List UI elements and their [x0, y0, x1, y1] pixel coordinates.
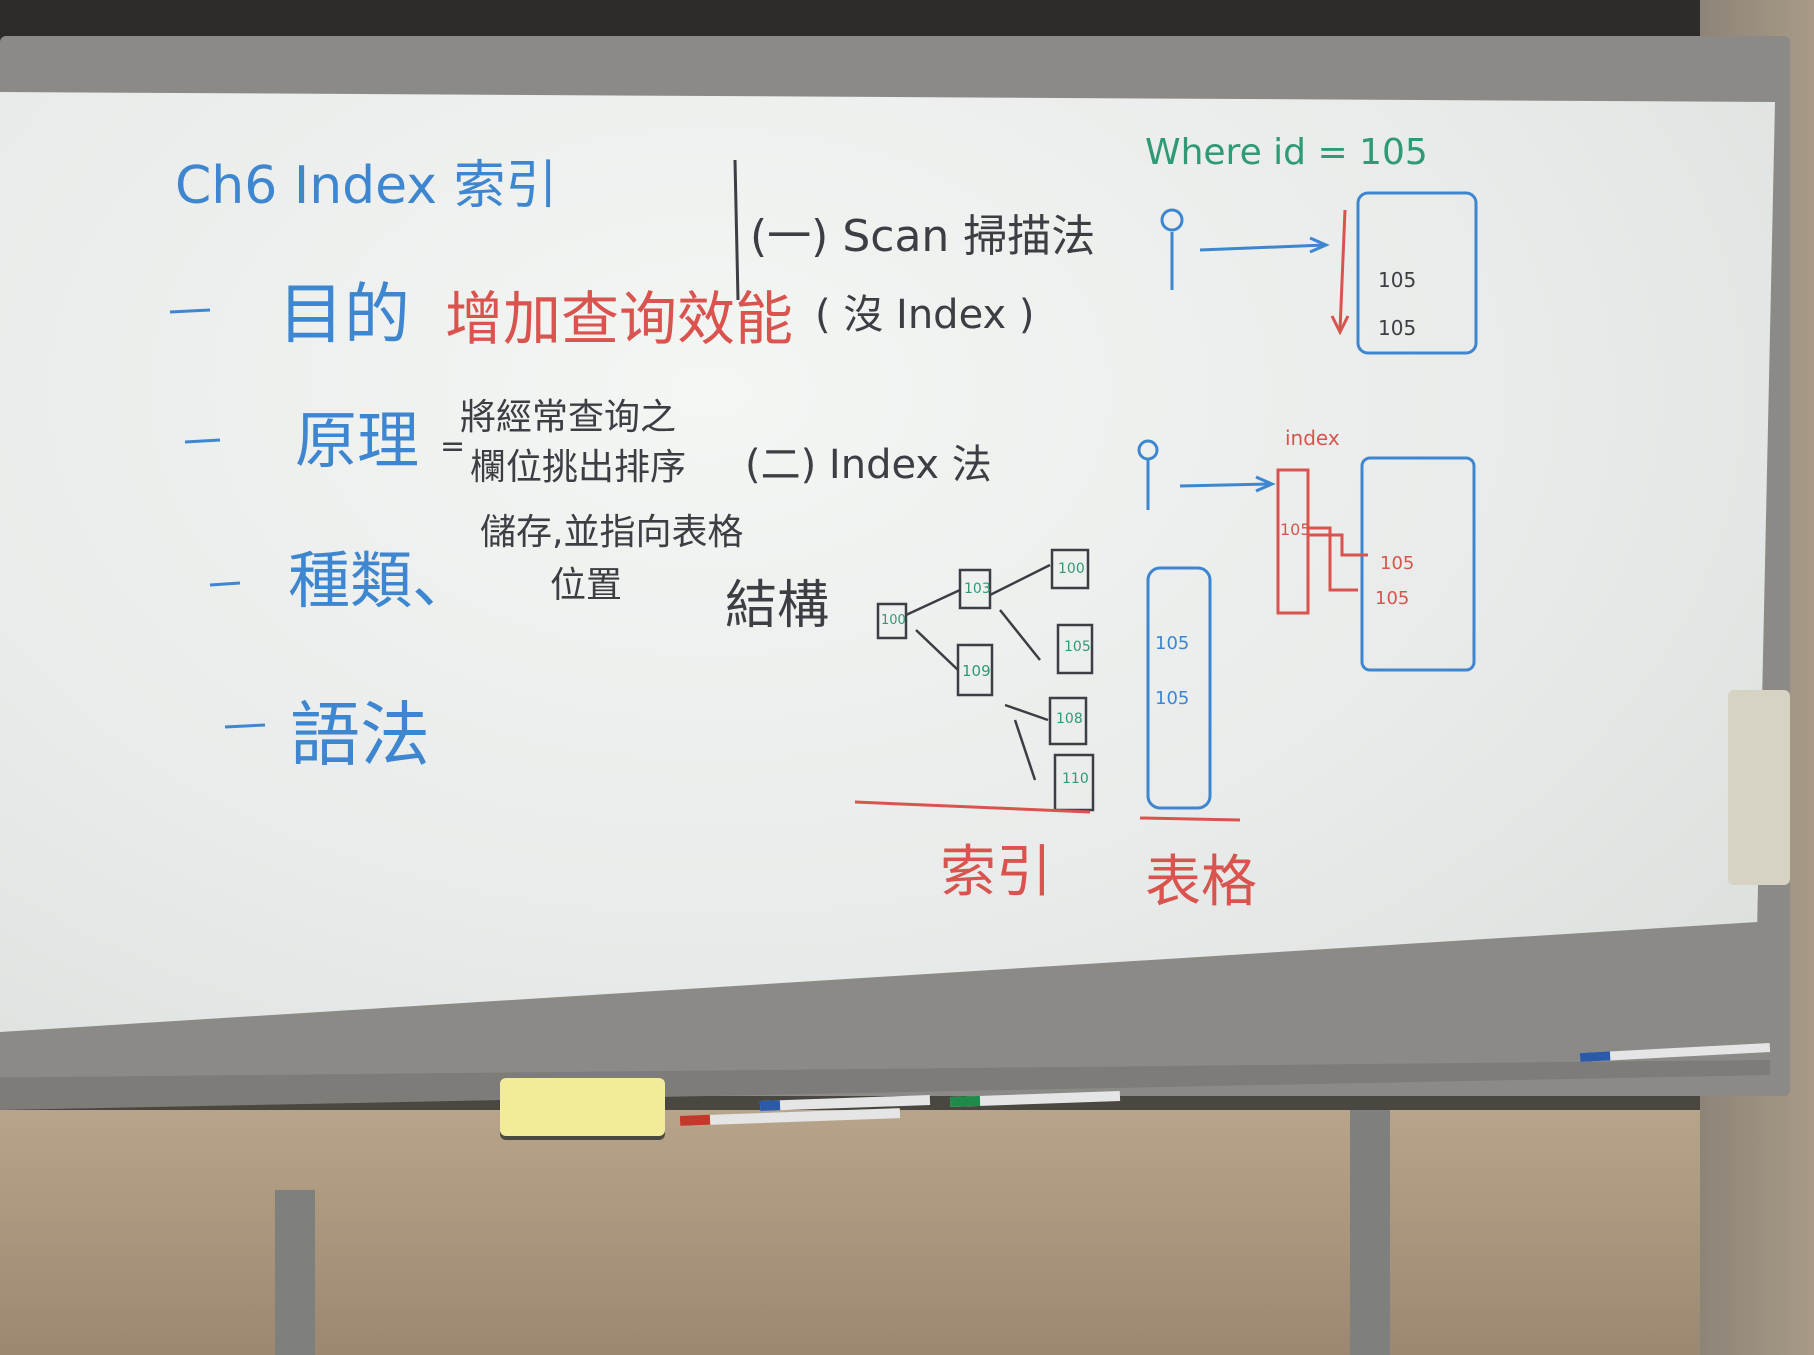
- purpose-label: 目的: [278, 276, 410, 353]
- control-panel[interactable]: [1728, 690, 1790, 885]
- tree-leaf-2: 105: [1064, 639, 1091, 655]
- tree-leaf-4: 110: [1062, 771, 1089, 787]
- scan-table-value-1: 105: [1378, 268, 1417, 292]
- tree-leaf-3: 108: [1056, 711, 1083, 727]
- principle-line-3: 儲存,並指向表格: [480, 512, 744, 553]
- principle-label: 原理: [295, 404, 420, 477]
- principle-separator: =: [440, 429, 466, 464]
- eraser[interactable]: [500, 1078, 665, 1136]
- stand-leg-right: [1350, 1110, 1390, 1355]
- types-label: 種類、: [288, 544, 475, 617]
- purpose-text: 增加查询效能: [445, 285, 794, 353]
- tree-node-2: 109: [962, 662, 991, 680]
- tree-leaf-1: 100: [1058, 561, 1085, 577]
- principle-line-1: 將經常查询之: [460, 397, 677, 438]
- index-table-value-2: 105: [1375, 588, 1410, 609]
- method1-heading: (一) Scan 掃描法: [750, 211, 1096, 262]
- tree-root: 100: [881, 613, 906, 628]
- board-title: Ch6 Index 索引: [175, 156, 558, 216]
- table-col-value-1: 105: [1155, 633, 1190, 654]
- syntax-label: 語法: [290, 694, 430, 776]
- index-tag: index: [1285, 426, 1340, 450]
- bottom-table-label: 表格: [1145, 850, 1257, 915]
- whiteboard-surface: [0, 92, 1775, 1032]
- tree-node-1: 103: [964, 581, 991, 597]
- index-col-value: 105: [1280, 520, 1311, 539]
- method2-heading: (二) Index 法: [745, 442, 992, 488]
- method1-no-index: ( 沒 Index ): [815, 292, 1035, 338]
- structure-label: 結構: [725, 576, 830, 636]
- bottom-index-label: 索引: [940, 840, 1052, 905]
- principle-line-4: 位置: [550, 565, 623, 606]
- table-col-value-2: 105: [1155, 688, 1190, 709]
- where-clause: Where id = 105: [1145, 132, 1428, 173]
- scan-table-value-2: 105: [1378, 316, 1417, 340]
- index-table-value-1: 105: [1380, 553, 1415, 574]
- principle-line-2: 欄位挑出排序: [470, 447, 687, 488]
- stand-leg-left: [275, 1190, 315, 1355]
